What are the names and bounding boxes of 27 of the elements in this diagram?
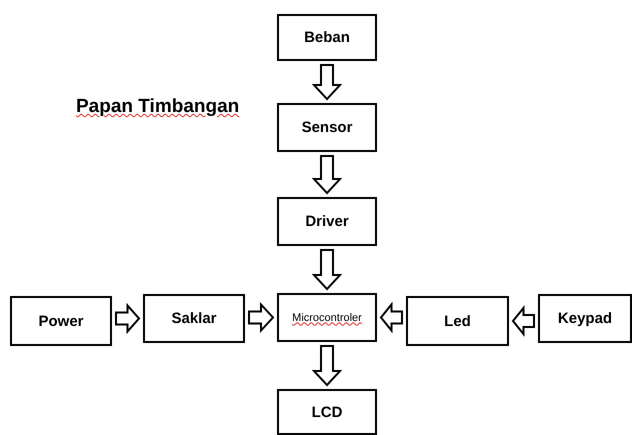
- block-arrow: [380, 302, 403, 334]
- box-label: Power: [38, 312, 84, 330]
- box-label: LCD: [312, 404, 342, 420]
- block-arrow: [248, 302, 274, 334]
- process-box: [406, 296, 509, 346]
- process-box: [277, 389, 377, 435]
- process-box: [277, 293, 377, 342]
- block-arrow: [115, 302, 140, 334]
- block-arrow: [312, 64, 342, 100]
- box-label: Beban: [304, 29, 350, 46]
- process-box: [277, 14, 377, 61]
- box-label: Led: [444, 312, 471, 330]
- process-box: [10, 296, 112, 346]
- diagram-title: Papan Timbangan: [76, 96, 240, 118]
- block-arrow: [512, 305, 535, 337]
- process-box: [538, 294, 632, 343]
- block-arrow: [312, 345, 342, 386]
- box-label: Keypad: [558, 310, 612, 327]
- process-box: [143, 294, 245, 343]
- block-arrow: [312, 155, 342, 194]
- box-label: Driver: [305, 213, 349, 230]
- process-box: [277, 197, 377, 246]
- box-label: Sensor: [302, 119, 352, 136]
- box-label: Saklar: [171, 310, 217, 327]
- box-label: Microcontroler: [292, 312, 362, 324]
- block-arrow: [312, 249, 342, 290]
- process-box: [277, 103, 377, 152]
